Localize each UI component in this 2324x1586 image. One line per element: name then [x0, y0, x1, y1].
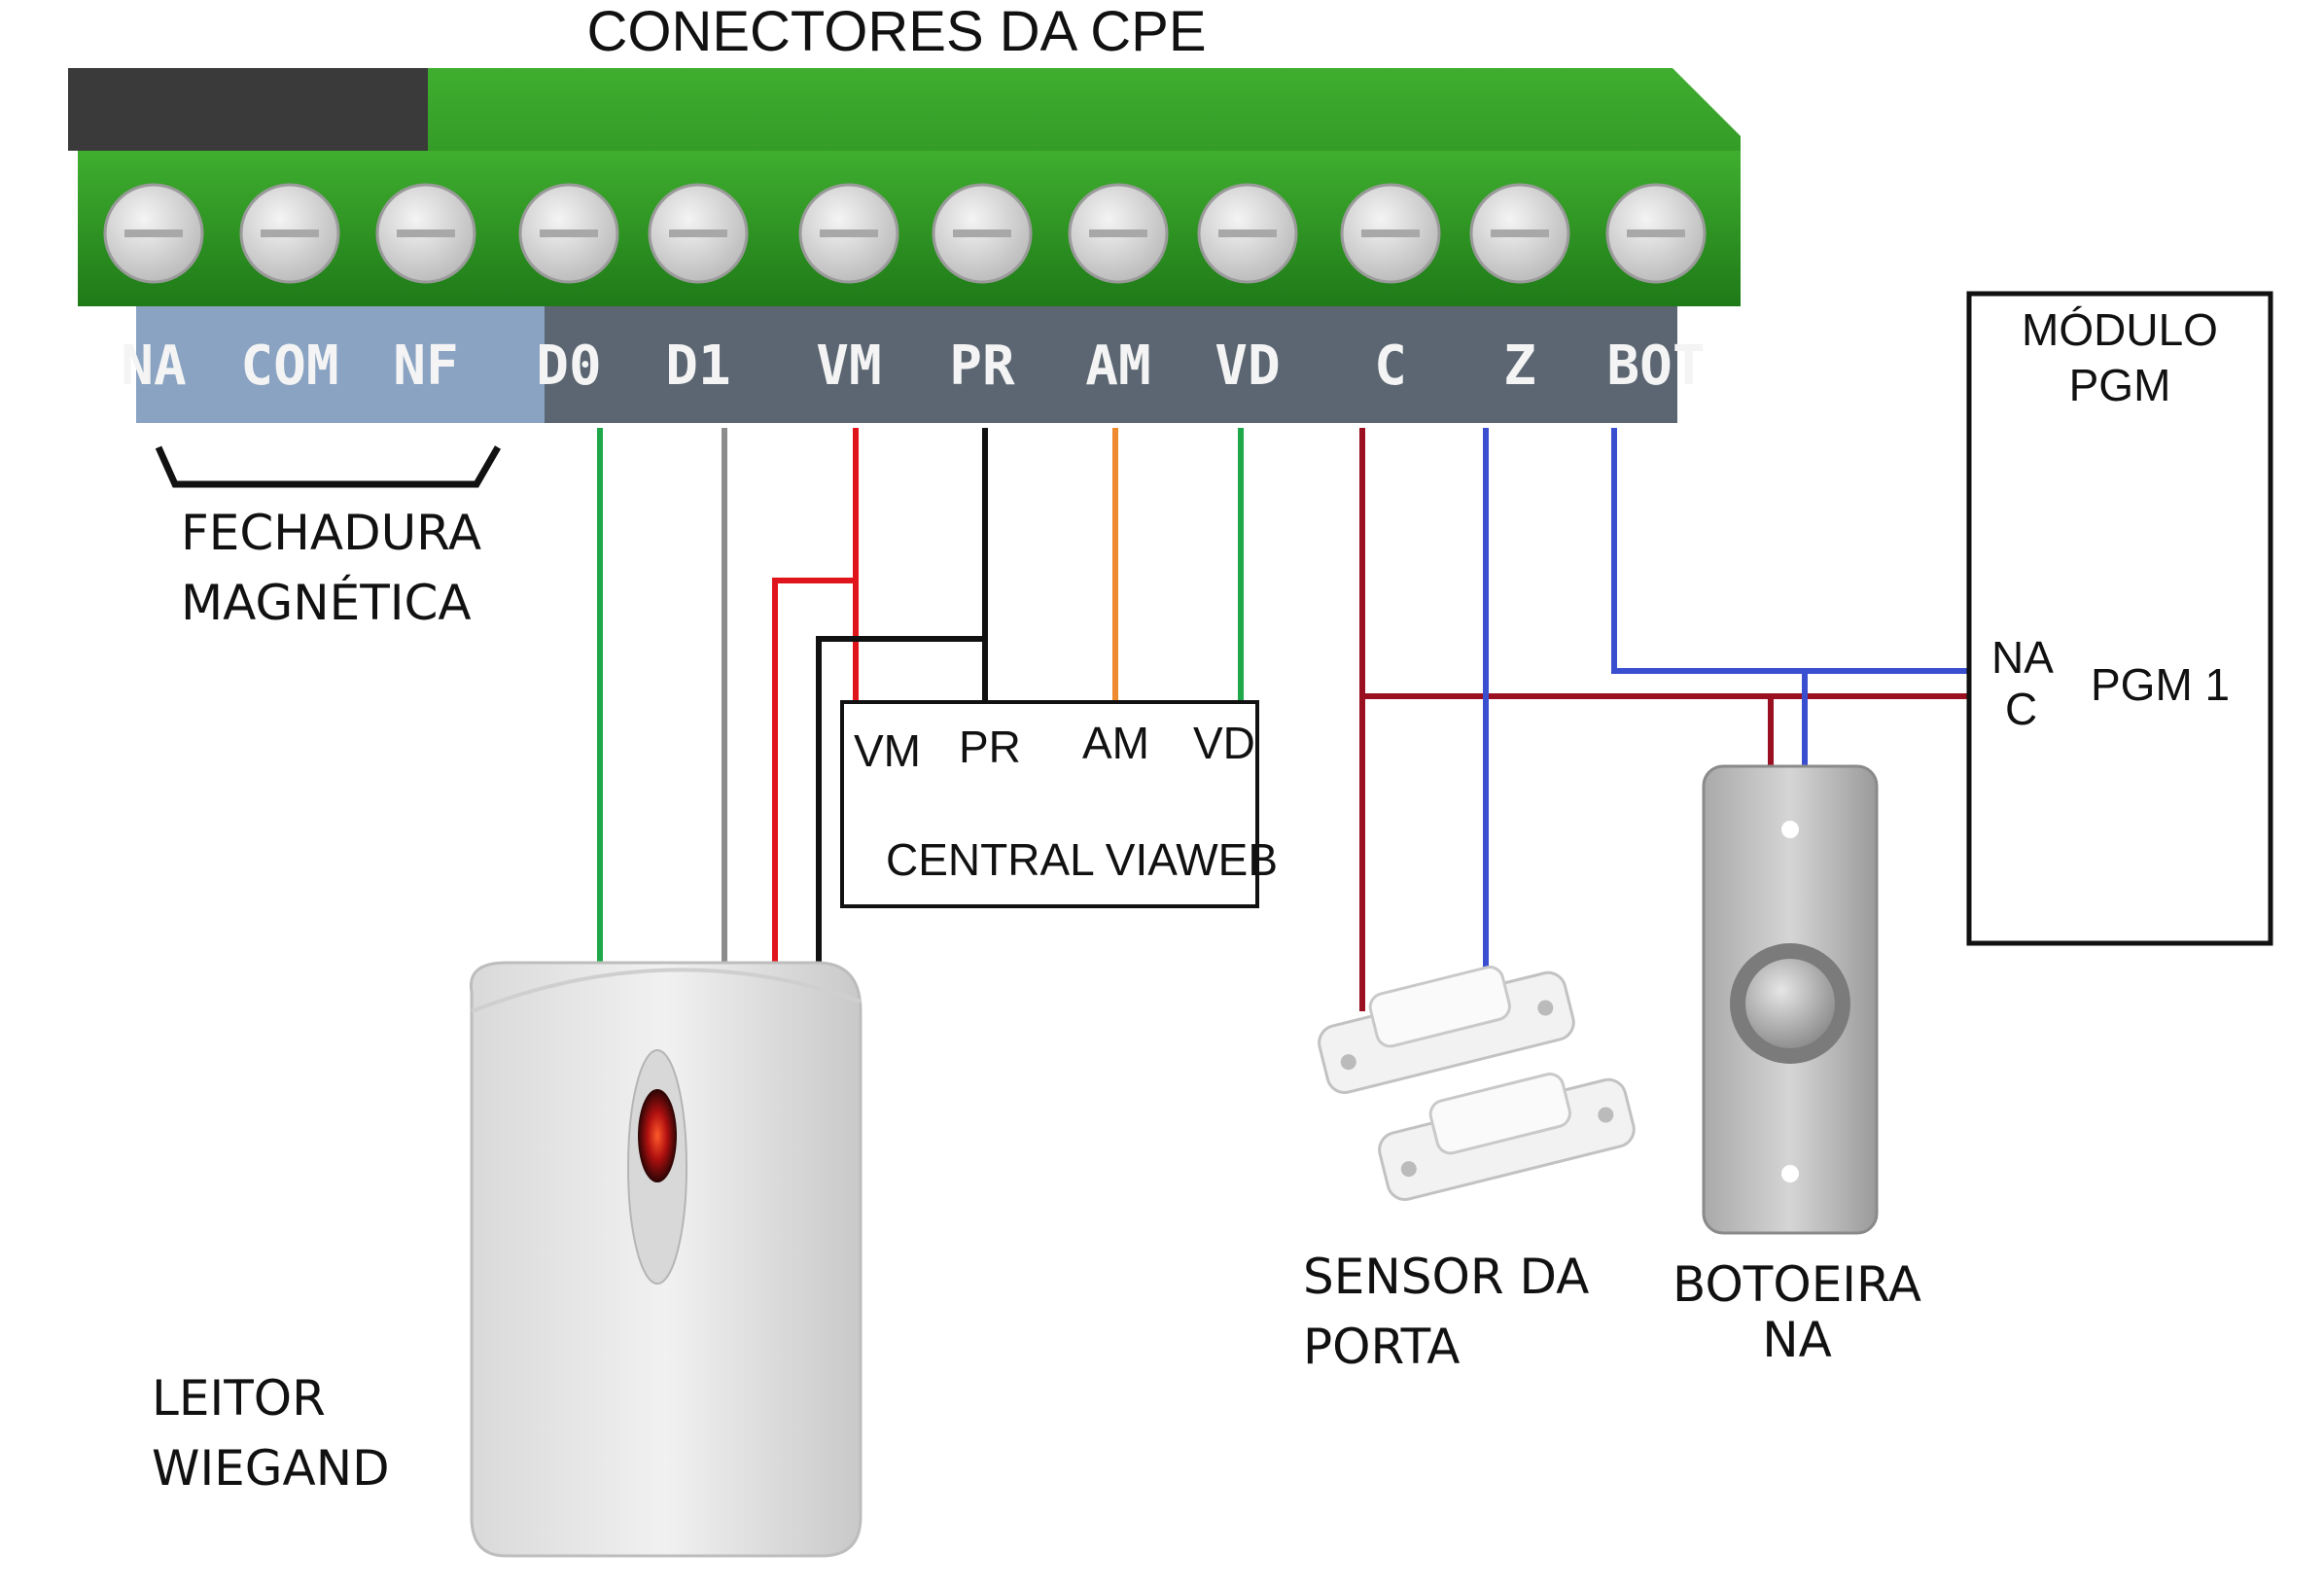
connector-front	[78, 151, 1741, 306]
push-button	[1702, 764, 1879, 1235]
screw-slot	[124, 229, 183, 237]
terminal-label-vd: VD	[1215, 335, 1280, 398]
wire-bot	[1611, 428, 1969, 674]
central-terminal-vm: VM	[854, 725, 921, 776]
screw-slot	[953, 229, 1011, 237]
terminal-label-com: COM	[240, 335, 338, 398]
central-viaweb: VM PR AM VD CENTRAL VIAWEB	[840, 700, 1278, 908]
wire-pr-reader	[816, 636, 985, 982]
screw-slot	[820, 229, 878, 237]
button-screw-bottom	[1781, 1165, 1799, 1182]
screw-slot	[397, 229, 455, 237]
module-pgm: MÓDULO PGM NA C PGM 1	[1966, 291, 2273, 946]
terminal-label-bot: BOT	[1606, 335, 1705, 398]
module-title-line2: PGM	[2069, 360, 2171, 410]
terminal-label-pr: PR	[949, 335, 1015, 398]
diagram-title: CONECTORES DA CPE	[586, 0, 1206, 63]
sensor-label-line2: PORTA	[1303, 1319, 1460, 1375]
relay-body	[68, 68, 428, 151]
central-name: CENTRAL VIAWEB	[886, 834, 1278, 885]
central-terminal-am: AM	[1082, 718, 1149, 768]
screw-slot	[1491, 229, 1549, 237]
sensor-label-line1: SENSOR DA	[1303, 1249, 1589, 1305]
central-terminal-vd: VD	[1193, 718, 1255, 768]
button-label-line2: NA	[1762, 1312, 1832, 1368]
screw-slot	[1361, 229, 1420, 237]
screw-slot	[261, 229, 319, 237]
module-title-line1: MÓDULO	[2022, 304, 2218, 355]
central-terminal-pr: PR	[959, 722, 1021, 772]
screw-slot	[669, 229, 727, 237]
relay-terminal-strip	[136, 306, 545, 423]
button-screw-top	[1781, 821, 1799, 838]
button-cap-icon	[1745, 959, 1835, 1048]
terminal-label-vm: VM	[816, 335, 881, 398]
sensor-part-2	[1378, 1073, 1636, 1202]
wires	[597, 428, 1969, 1011]
wiegand-reader	[469, 961, 863, 1558]
terminal-label-z: Z	[1503, 335, 1536, 398]
terminal-labels: NA COM NF D0 D1 VM PR AM VD C Z BOT	[121, 335, 1705, 398]
reader-label-line1: LEITOR	[152, 1370, 326, 1427]
main-terminal-strip	[545, 306, 1677, 423]
wire-vm-reader	[772, 578, 856, 972]
screw-slot	[1627, 229, 1685, 237]
button-label-line1: BOTOEIRA	[1673, 1256, 1921, 1313]
terminal-block: NA COM NF D0 D1 VM PR AM VD C Z BOT	[68, 68, 1741, 423]
lock-label-line1: FECHADURA	[181, 505, 481, 561]
module-pin-na: NA	[1991, 632, 2054, 683]
module-pin-c: C	[2005, 684, 2037, 734]
lock-label-line2: MAGNÉTICA	[181, 574, 472, 631]
module-output: PGM 1	[2091, 659, 2230, 710]
reader-led-icon	[638, 1089, 677, 1182]
screw-slot	[540, 229, 598, 237]
terminal-label-d1: D1	[665, 335, 730, 398]
terminal-label-am: AM	[1085, 335, 1150, 398]
sensor-part-1	[1318, 966, 1575, 1095]
lock-bracket	[155, 445, 502, 488]
screw-slot	[1089, 229, 1147, 237]
reader-top-curve	[471, 968, 862, 1013]
module-box	[1966, 291, 2273, 946]
terminal-label-d0: D0	[536, 335, 601, 398]
terminal-label-na: NA	[121, 335, 186, 398]
screw-slot	[1218, 229, 1277, 237]
central-box	[840, 700, 1259, 908]
reader-label-line2: WIEGAND	[152, 1440, 390, 1497]
screw-row	[103, 183, 1707, 284]
door-sensor	[1318, 966, 1636, 1202]
terminal-label-c: C	[1374, 335, 1407, 398]
terminal-label-nf: NF	[393, 335, 458, 398]
